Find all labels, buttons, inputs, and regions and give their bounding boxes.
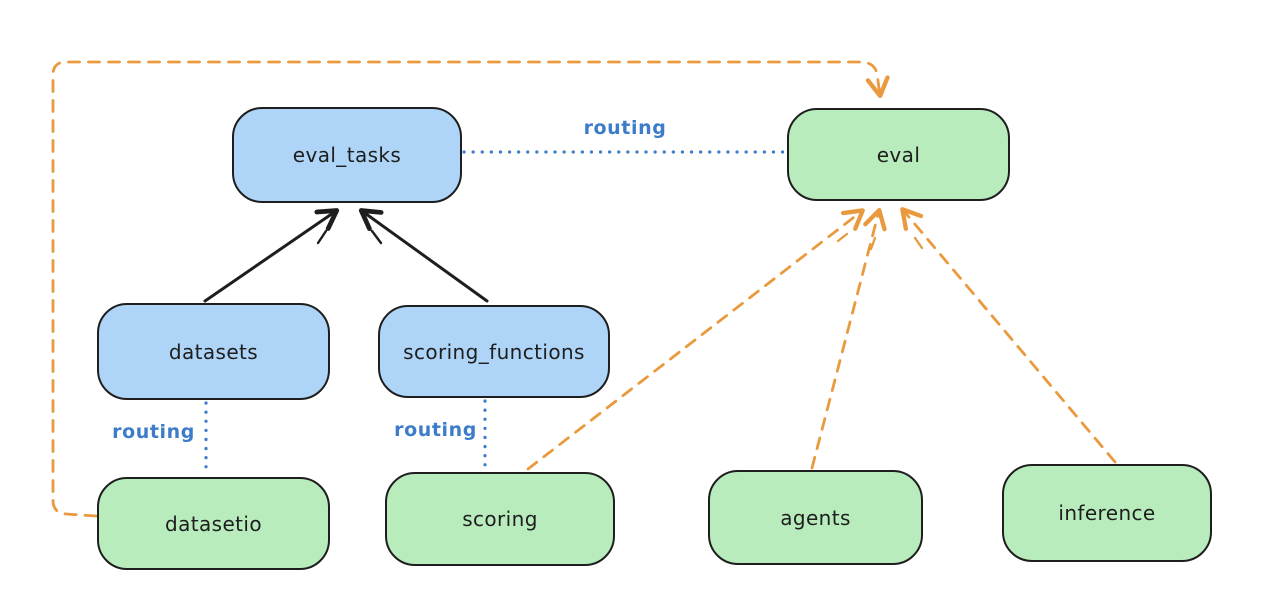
edge-inference-to-eval — [900, 207, 1117, 464]
node-datasets: datasets — [97, 303, 330, 400]
edge-scoring_functions-to-eval_tasks — [358, 208, 489, 303]
node-inference-label: inference — [1058, 501, 1156, 525]
node-eval_tasks: eval_tasks — [232, 107, 462, 203]
routing-label-datasets-datasetio: routing — [112, 421, 195, 443]
node-inference: inference — [1002, 464, 1212, 562]
node-scoring_functions-label: scoring_functions — [403, 339, 585, 364]
node-datasetio-label: datasetio — [164, 511, 262, 536]
edge-agents-to-eval — [810, 207, 887, 470]
node-eval: eval — [787, 108, 1010, 201]
node-scoring_functions: scoring_functions — [378, 305, 610, 398]
routing-label-eval_tasks-eval: routing — [583, 117, 667, 139]
node-eval-label: eval — [876, 142, 921, 167]
node-scoring-label: scoring — [462, 507, 538, 531]
node-agents-label: agents — [780, 505, 851, 530]
edge-datasets-to-eval_tasks — [203, 208, 340, 303]
edge-scoring-to-eval-inner-tick — [836, 232, 849, 243]
node-datasetio: datasetio — [97, 477, 330, 570]
edge-scoring_functions-to-eval_tasks-inner-tick — [370, 229, 383, 245]
edge-datasets-to-eval_tasks-inner-tick — [316, 229, 328, 245]
node-datasets-label: datasets — [168, 339, 259, 364]
edge-inference-to-eval-inner-tick — [913, 236, 924, 250]
node-scoring: scoring — [385, 472, 615, 566]
edge-agents-to-eval-inner-tick — [869, 236, 877, 251]
node-eval_tasks-label: eval_tasks — [292, 143, 402, 167]
node-agents: agents — [708, 470, 923, 565]
routing-label-scoring_functions-scoring: routing — [394, 419, 477, 441]
